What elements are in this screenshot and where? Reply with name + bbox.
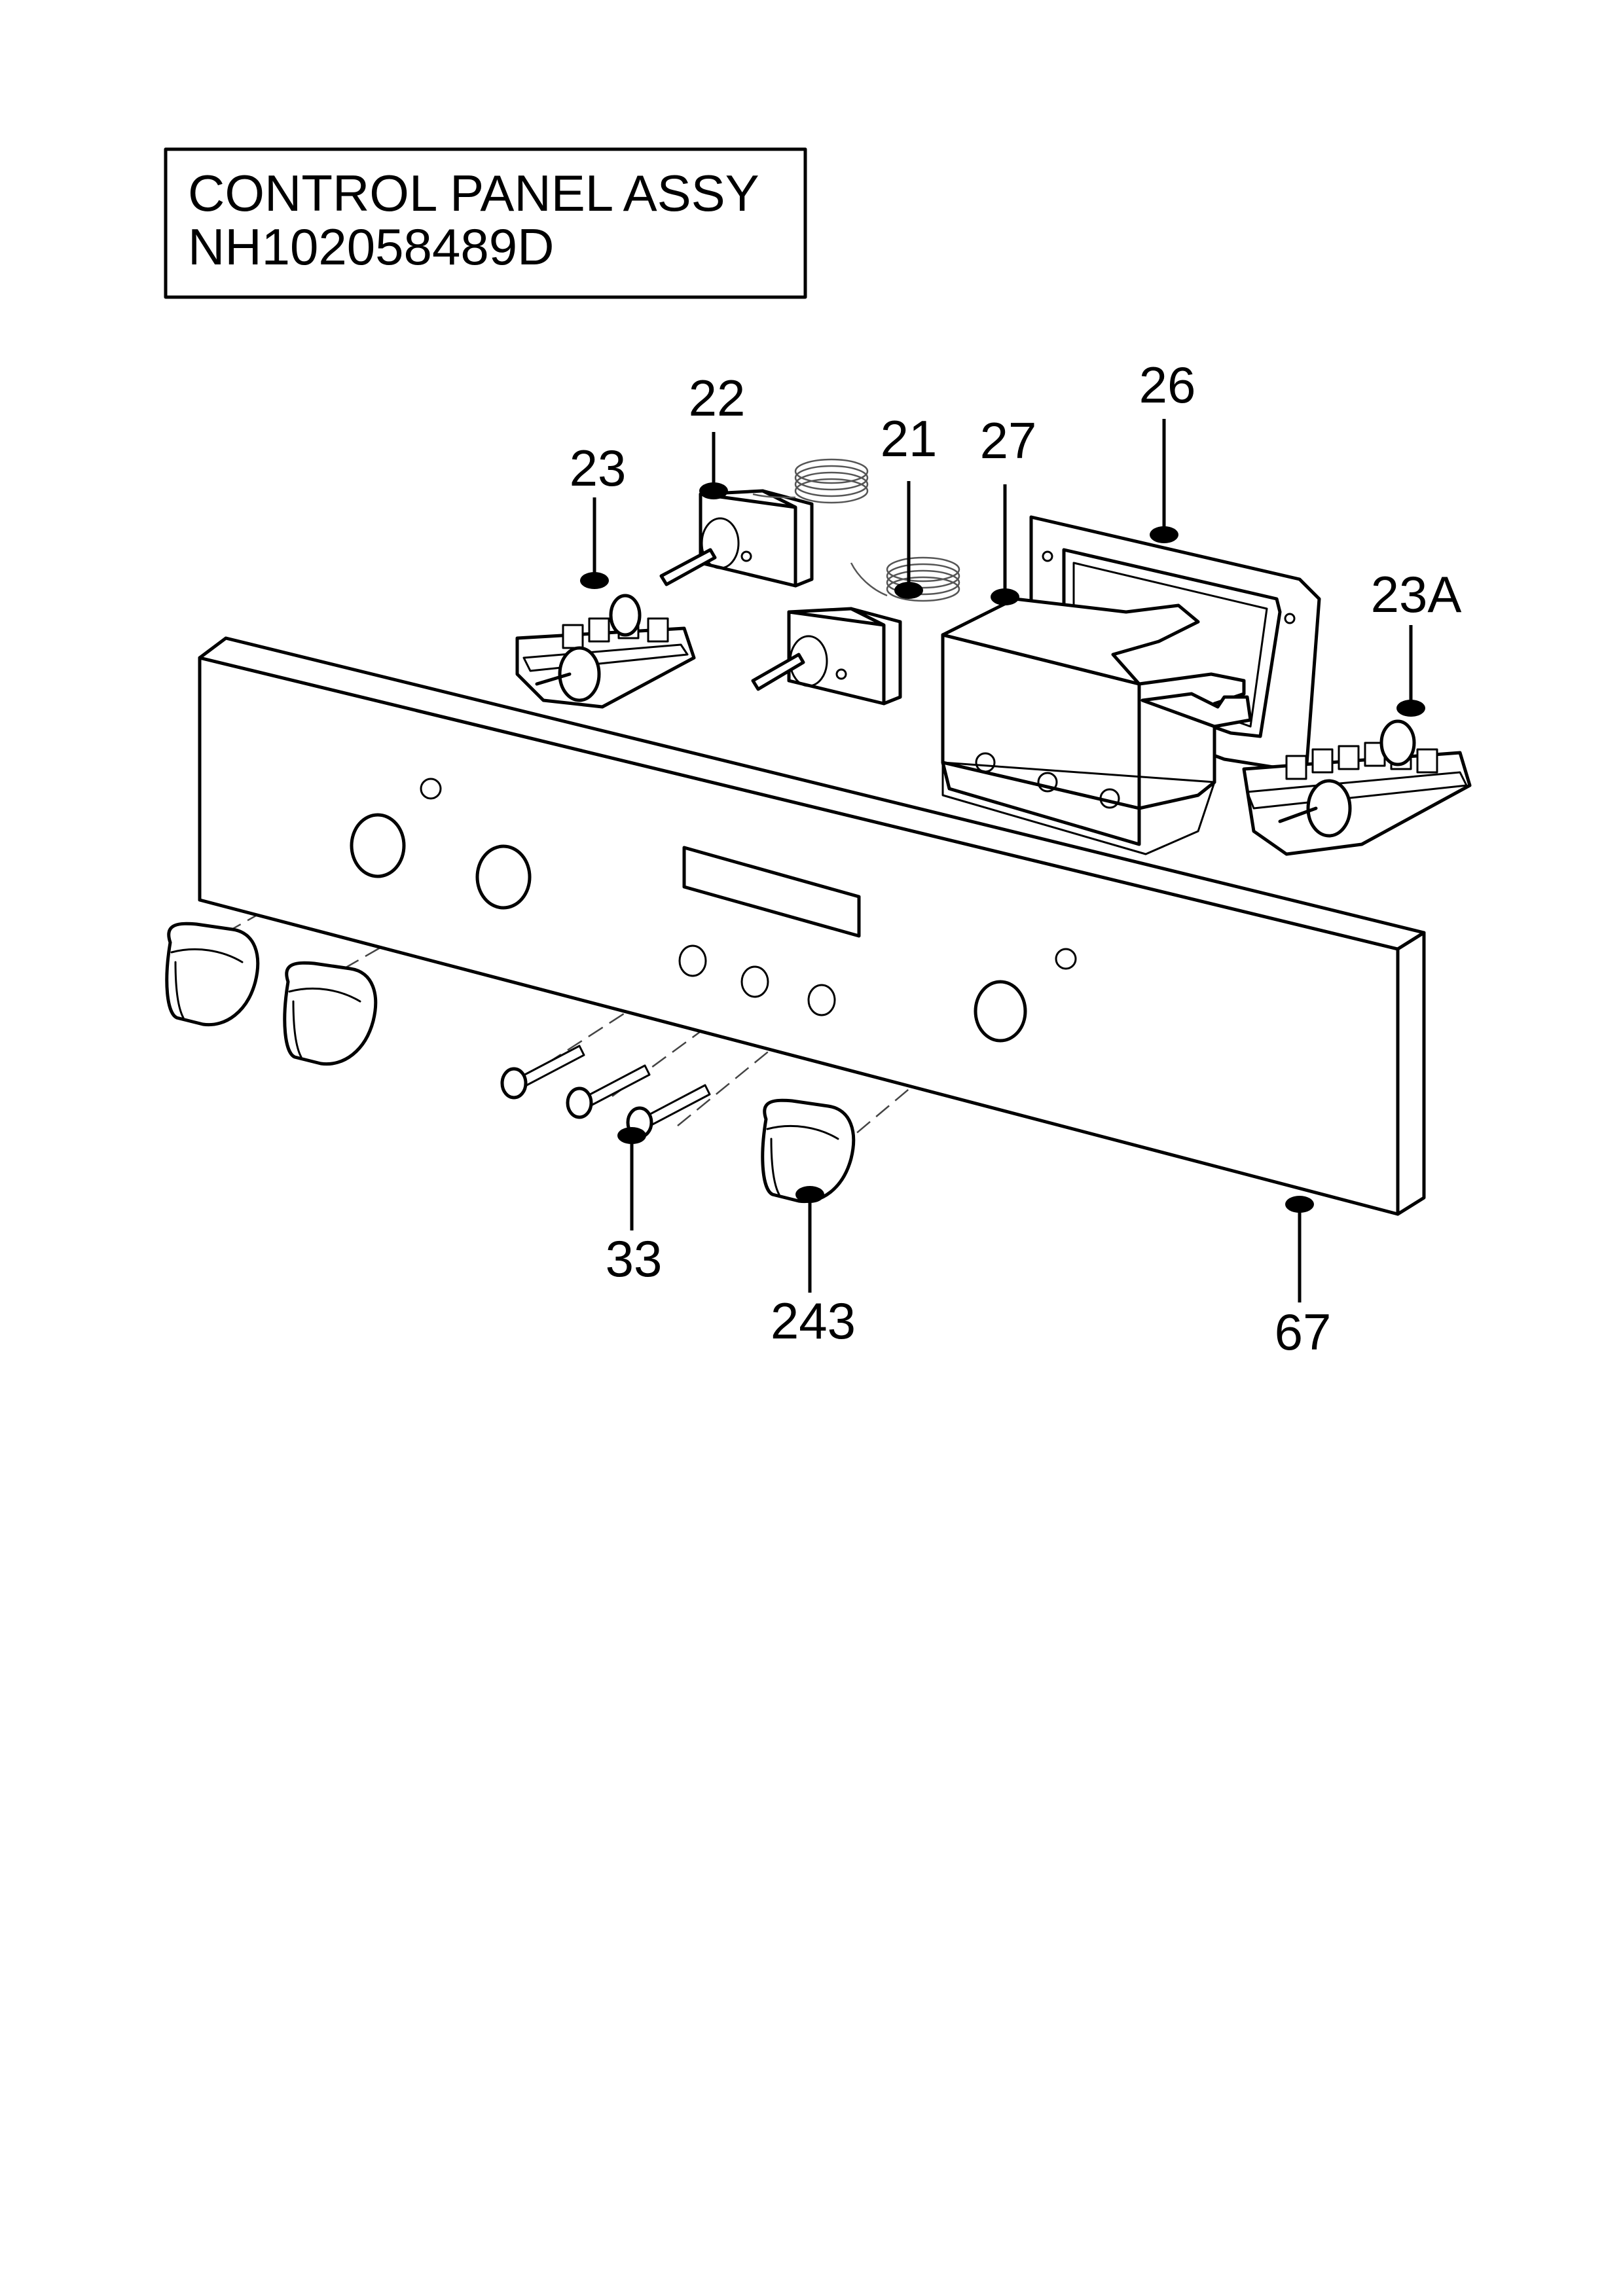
fascia-side-edge (1396, 931, 1426, 1216)
callout-label-23a: 23A (1371, 565, 1462, 623)
callout-21: 21 (881, 410, 938, 599)
capillary-coil (752, 458, 869, 504)
callout-label-67: 67 (1275, 1303, 1332, 1361)
callout-33: 33 (606, 1127, 663, 1287)
button-hole (807, 984, 836, 1016)
indicator-hole (420, 778, 442, 800)
push-button-pins (500, 1045, 711, 1139)
knob-hole (974, 980, 1027, 1043)
button-hole (678, 944, 707, 977)
knob-left (165, 922, 260, 1027)
callout-label-243: 243 (771, 1292, 856, 1350)
callout-243: 243 (771, 1186, 856, 1350)
callout-26: 26 (1139, 356, 1196, 543)
thermostat-21 (751, 556, 960, 706)
callout-22: 22 (689, 369, 746, 499)
title-box: CONTROL PANEL ASSY NH102058489D (164, 147, 807, 299)
display-window (682, 846, 861, 938)
indicator-hole (1055, 948, 1077, 970)
knob-right (761, 1098, 856, 1204)
selector-switch-23 (515, 594, 696, 709)
knob-hole (350, 813, 406, 878)
title-frame (164, 147, 807, 299)
knob-middle (283, 961, 378, 1066)
push-pin (566, 1064, 651, 1119)
callout-label-22: 22 (689, 369, 746, 427)
thermostat-22 (659, 458, 869, 588)
title-line-2: NH102058489D (188, 218, 554, 276)
callout-label-27: 27 (980, 412, 1037, 469)
control-panel-fascia (198, 636, 1426, 1216)
selector-switch-23a (1242, 719, 1472, 856)
title-line-1: CONTROL PANEL ASSY (188, 164, 759, 222)
capillary-coil (850, 556, 960, 602)
callout-27: 27 (980, 412, 1037, 605)
push-pin (500, 1045, 585, 1100)
callout-label-23: 23 (570, 439, 627, 497)
callout-label-26: 26 (1139, 356, 1196, 414)
callout-67: 67 (1275, 1196, 1332, 1361)
timer-module-27 (941, 597, 1252, 855)
callout-23: 23 (570, 439, 627, 589)
callout-label-21: 21 (881, 410, 938, 467)
callout-label-33: 33 (606, 1230, 663, 1287)
knob-hole (475, 844, 532, 910)
button-hole (740, 965, 769, 998)
callout-23a: 23A (1371, 565, 1462, 717)
